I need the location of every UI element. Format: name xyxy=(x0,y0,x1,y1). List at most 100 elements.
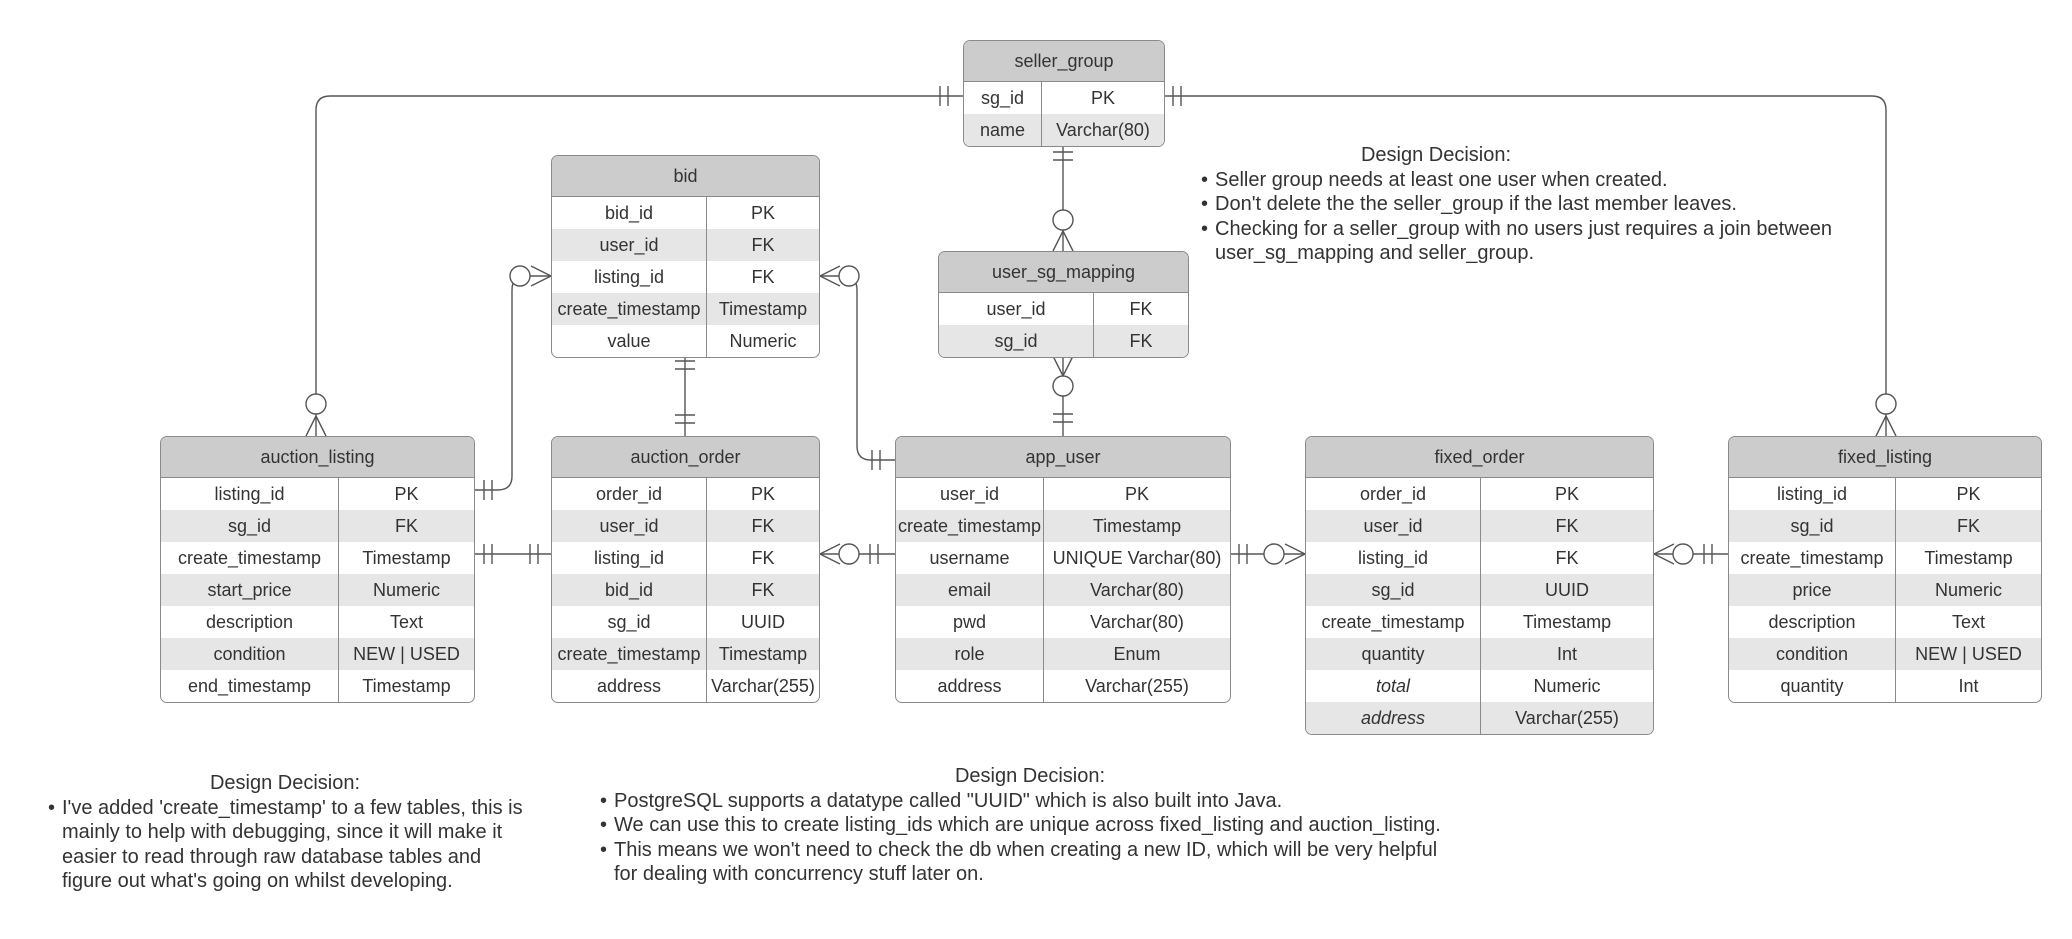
entity-title: bid xyxy=(552,156,819,197)
field-name: sg_id xyxy=(1306,574,1481,606)
field-name: order_id xyxy=(1306,478,1481,510)
entity-title: auction_order xyxy=(552,437,819,478)
entity-row[interactable]: bid_id PK xyxy=(552,197,819,229)
field-type: PK xyxy=(1124,484,1149,504)
field-type: PK xyxy=(750,203,775,223)
field-type: Int xyxy=(1958,676,1979,696)
entity-row[interactable]: sg_id UUID xyxy=(1306,574,1653,606)
note-seller-group: Design Decision: Seller group needs at l… xyxy=(1201,143,1851,266)
field-type: Timestamp xyxy=(1092,516,1182,536)
field-type: Int xyxy=(1556,644,1577,664)
field-type: FK xyxy=(751,548,775,568)
field-name: order_id xyxy=(552,478,707,510)
field-type: UUID xyxy=(741,612,785,632)
field-type: UNIQUE Varchar(80) xyxy=(1052,548,1222,568)
entity-row[interactable]: create_timestamp Timestamp xyxy=(896,510,1230,542)
field-type: PK xyxy=(1554,484,1579,504)
field-name: bid_id xyxy=(552,197,707,229)
field-type: PK xyxy=(1956,484,1981,504)
field-name: address xyxy=(552,670,707,702)
optional-marker xyxy=(1052,375,1074,397)
field-name: quantity xyxy=(1729,670,1896,702)
entity-title: app_user xyxy=(896,437,1230,478)
entity-row[interactable]: sg_id FK xyxy=(161,510,474,542)
cardinality-bar xyxy=(819,265,841,277)
field-type: FK xyxy=(394,516,418,536)
field-name: name xyxy=(964,114,1042,146)
cardinality-bar xyxy=(1284,543,1306,555)
optional-marker xyxy=(838,543,860,565)
note-item: PostgreSQL supports a datatype called "U… xyxy=(600,789,1460,814)
field-type: Numeric xyxy=(372,580,440,600)
field-name: sg_id xyxy=(161,510,339,542)
cardinality-bar xyxy=(1284,553,1306,565)
rel-bid-app-user xyxy=(820,275,895,461)
field-type: Enum xyxy=(1113,644,1161,664)
field-type: UUID xyxy=(1545,580,1589,600)
entity-row[interactable]: order_id PK xyxy=(1306,478,1653,510)
entity-row[interactable]: name Varchar(80) xyxy=(964,114,1164,146)
field-name: listing_id xyxy=(552,261,707,293)
field-type: PK xyxy=(394,484,419,504)
entity-row[interactable]: quantity Int xyxy=(1306,638,1653,670)
field-name: listing_id xyxy=(552,542,707,574)
field-name: create_timestamp xyxy=(1306,606,1481,638)
note-item: Seller group needs at least one user whe… xyxy=(1201,168,1851,193)
field-name: description xyxy=(1729,606,1896,638)
field-type: FK xyxy=(1956,516,1980,536)
field-type: Numeric xyxy=(729,331,797,351)
field-name: create_timestamp xyxy=(896,510,1044,542)
field-name: quantity xyxy=(1306,638,1481,670)
entity-row[interactable]: listing_id FK xyxy=(552,542,819,574)
field-type: PK xyxy=(1090,88,1115,108)
entity-row[interactable]: quantity Int xyxy=(1729,670,2041,702)
field-type: Varchar(80) xyxy=(1056,120,1150,140)
field-type: FK xyxy=(751,580,775,600)
entity-title: user_sg_mapping xyxy=(939,252,1188,293)
